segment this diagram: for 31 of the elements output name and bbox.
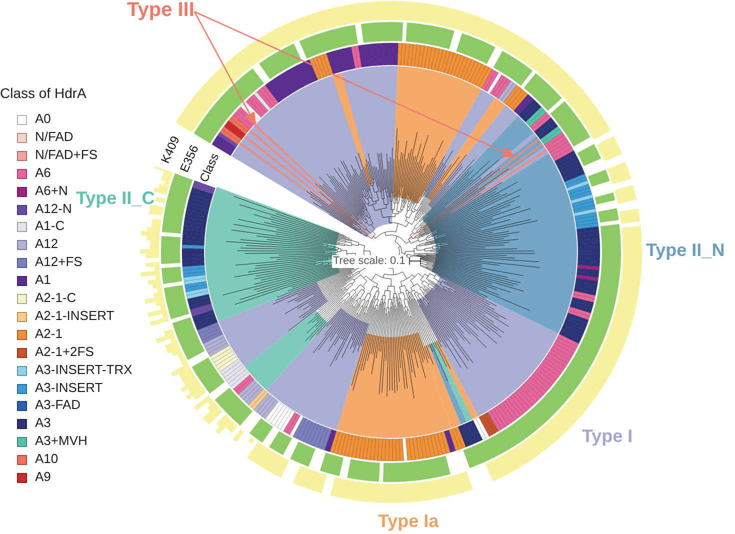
clade-label: Type II_C bbox=[76, 188, 155, 209]
legend-label: A12-N bbox=[35, 202, 72, 216]
legend-label: A3-INSERT bbox=[35, 380, 103, 396]
legend-label: A3-INSERT-TRX bbox=[35, 362, 132, 378]
legend-label: A6+N bbox=[35, 184, 68, 199]
legend-label: A0 bbox=[35, 112, 51, 127]
legend-label: A3-FAD bbox=[35, 398, 81, 414]
legend-title: Class of HdrA bbox=[0, 85, 86, 102]
clade-label: Type III bbox=[127, 0, 194, 20]
legend-label: A3+MVH bbox=[35, 434, 88, 450]
legend-label: A1 bbox=[35, 273, 51, 288]
clade-wedge bbox=[406, 138, 548, 242]
legend-label: A10 bbox=[35, 452, 58, 468]
legend-label: A9 bbox=[35, 470, 51, 485]
legend-label: A2-1-C bbox=[35, 291, 76, 306]
clade-label: Type II_N bbox=[646, 240, 725, 261]
legend-label: A1-C bbox=[35, 219, 65, 234]
legend-label: A12+FS bbox=[35, 255, 82, 270]
clade-label: Type I bbox=[582, 426, 633, 447]
legend-label: A12 bbox=[35, 237, 58, 252]
legend-label: A2-1 bbox=[35, 326, 62, 342]
legend-label: A6 bbox=[35, 166, 51, 181]
legend-label: N/FAD bbox=[35, 130, 74, 145]
leader-arrow bbox=[194, 11, 516, 158]
legend-label: N/FAD+FS bbox=[35, 148, 98, 163]
scale-label: Tree scale: 0.1 bbox=[332, 255, 406, 268]
legend-label: A3 bbox=[35, 416, 51, 432]
legend-label: A2-1+2FS bbox=[35, 344, 94, 360]
clade-label: Type Ia bbox=[378, 511, 439, 532]
leader-arrow bbox=[194, 11, 256, 126]
legend-label: A2-1-INSERT bbox=[35, 308, 114, 324]
